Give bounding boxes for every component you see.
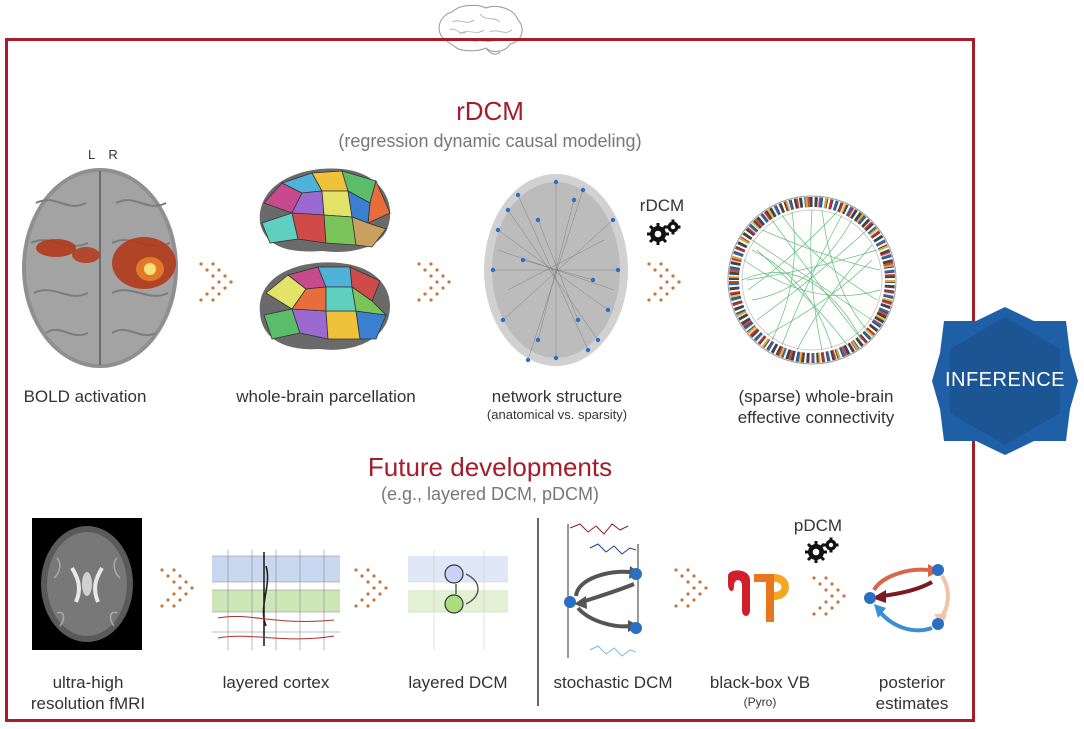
layered-dcm-label: layered DCM xyxy=(408,673,508,692)
arrow-chevron-icon xyxy=(354,568,388,608)
arrow-chevron-icon xyxy=(674,568,708,608)
gears-icon xyxy=(805,537,839,563)
rdcm-title: rDCM xyxy=(456,96,524,126)
bold-brain-image xyxy=(22,168,178,368)
network-structure-label: network structure xyxy=(491,387,623,406)
pdcm-method-label: pDCM xyxy=(793,516,843,535)
arrow-chevron-icon xyxy=(160,568,194,608)
section-divider xyxy=(537,518,539,706)
parcellation-brain-image xyxy=(259,168,391,350)
arrow-chevron-icon xyxy=(812,576,846,616)
future-subtitle: (e.g., layered DCM, pDCM) xyxy=(380,484,600,504)
connectogram-image xyxy=(727,195,897,365)
future-title: Future developments xyxy=(367,452,613,482)
blackbox-vb-sublabel: (Pyro) xyxy=(743,695,777,709)
fmri-label-line2: resolution fMRI xyxy=(30,694,146,713)
network-structure-sublabel: (anatomical vs. sparsity) xyxy=(486,407,628,422)
rdcm-subtitle: (regression dynamic causal modeling) xyxy=(338,131,642,151)
layered-cortex-label: layered cortex xyxy=(222,673,330,692)
stochastic-dcm-image xyxy=(564,523,642,658)
rdcm-method-label: rDCM xyxy=(639,196,685,215)
bold-activation-label: BOLD activation xyxy=(23,387,147,406)
fmri-image xyxy=(32,518,142,650)
stochastic-dcm-label: stochastic DCM xyxy=(553,673,673,692)
connectivity-label-line2: effective connectivity xyxy=(737,408,895,427)
arrow-chevron-icon xyxy=(647,262,681,302)
brain-lr-label: L R xyxy=(88,147,118,162)
posterior-label-line1: posterior xyxy=(878,673,946,692)
layered-cortex-image xyxy=(212,550,340,650)
posterior-estimates-image xyxy=(864,564,950,633)
gears-icon xyxy=(647,219,681,245)
inference-badge xyxy=(932,307,1078,455)
layered-dcm-image xyxy=(408,550,508,650)
arrow-chevron-icon xyxy=(417,262,451,302)
blackbox-vb-label: black-box VB xyxy=(709,673,811,692)
fmri-label-line1: ultra-high xyxy=(52,673,124,692)
parcellation-label: whole-brain parcellation xyxy=(236,387,416,406)
arrow-chevron-icon xyxy=(199,262,233,302)
inference-label: INFERENCE xyxy=(944,369,1066,391)
network-brain-image xyxy=(484,174,628,366)
connectivity-label-line1: (sparse) whole-brain xyxy=(738,387,894,406)
pyro-logo-icon xyxy=(728,570,789,622)
posterior-label-line2: estimates xyxy=(875,694,949,713)
